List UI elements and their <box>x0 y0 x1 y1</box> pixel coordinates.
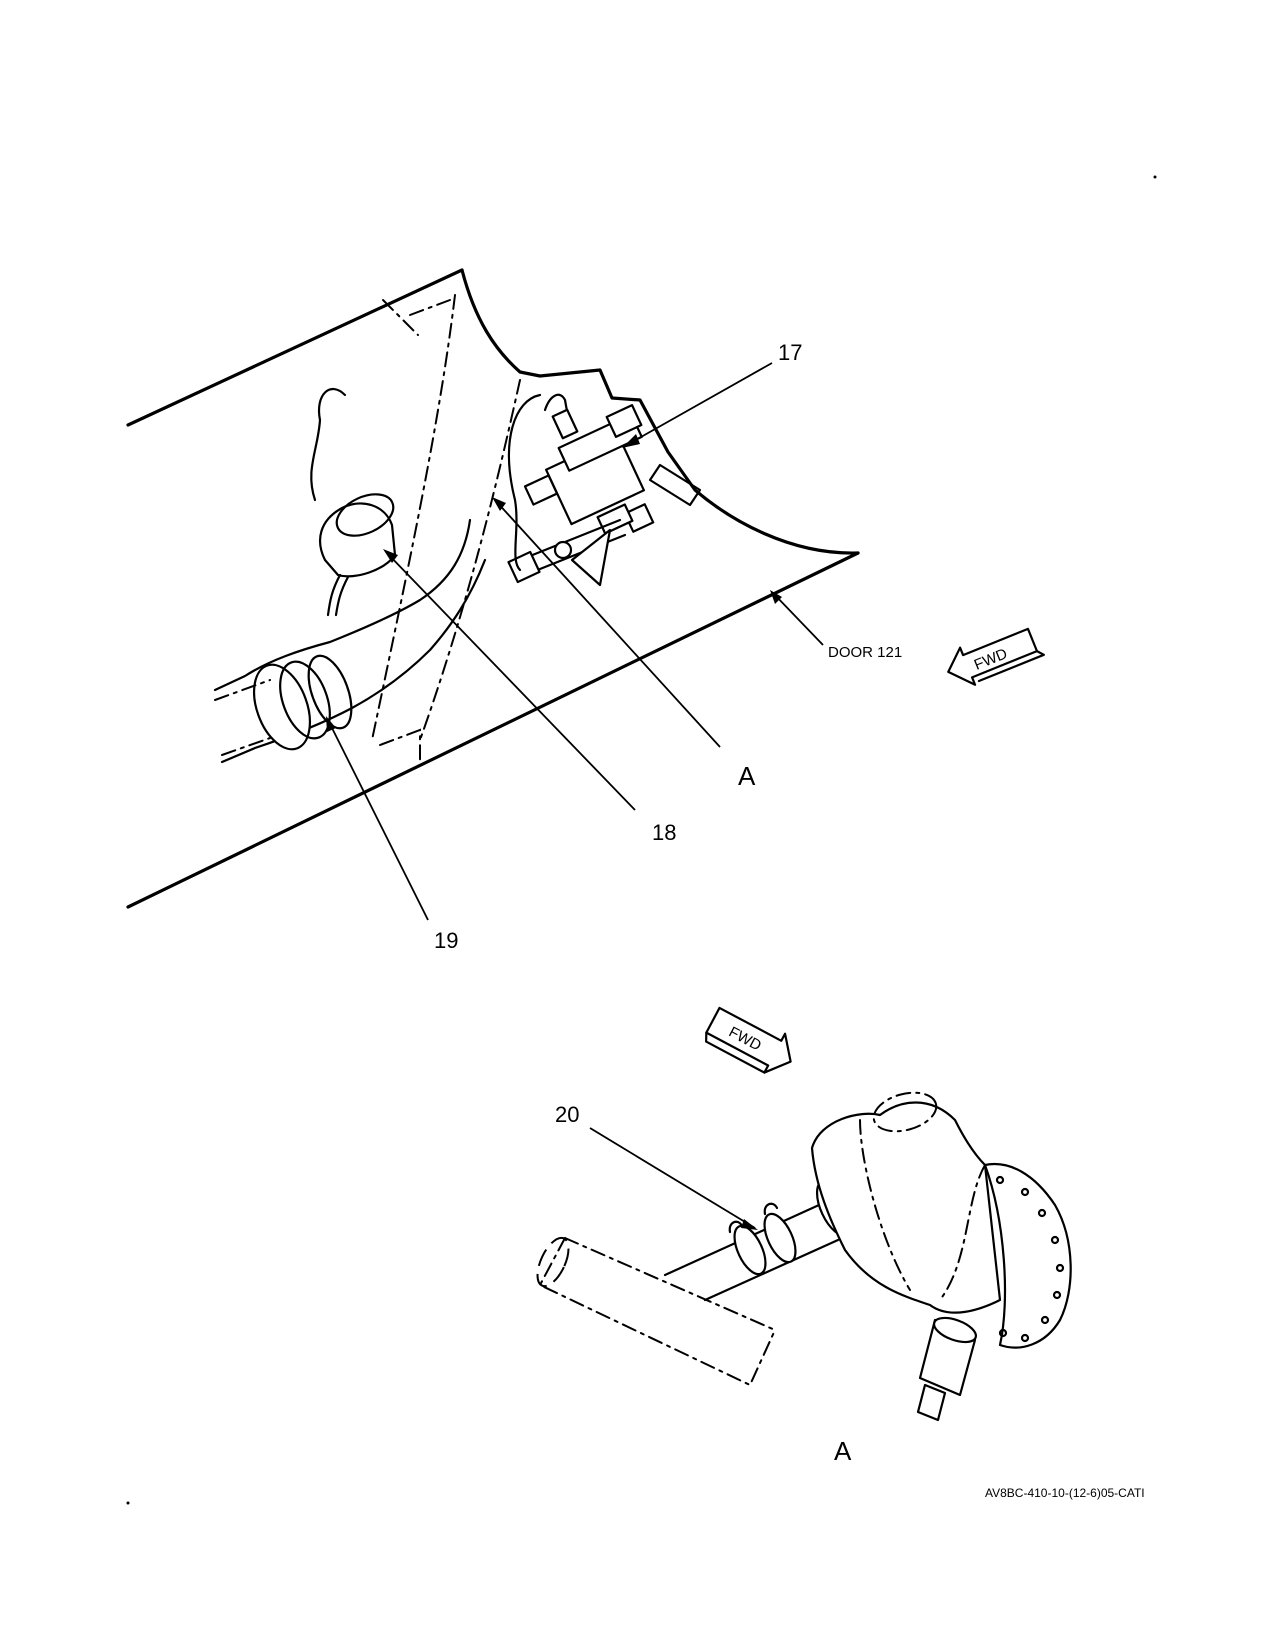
figure-id: AV8BC-410-10-(12-6)05-CATI <box>985 1486 1145 1500</box>
duct-centerline-2 <box>221 737 271 756</box>
fwd-arrow-upper: FWD <box>947 627 1045 686</box>
arrowhead-20 <box>741 1219 758 1230</box>
callout-17: 17 <box>778 340 802 365</box>
leader-18 <box>385 551 636 811</box>
shaft-collar-1 <box>733 1224 767 1276</box>
valve-wire <box>543 393 572 430</box>
valve-fitting-1 <box>605 404 643 438</box>
hidden-lower <box>379 728 421 761</box>
housing-body <box>810 1101 1002 1314</box>
housing-seam <box>939 1164 986 1301</box>
housing-seam-2 <box>859 1119 911 1291</box>
detail-a-view: FWD <box>536 1006 1072 1466</box>
tube-nut <box>507 550 541 584</box>
leader-17 <box>624 362 773 447</box>
upper-view: 17 18 19 A DOOR 121 FWD <box>126 268 1045 953</box>
bracket-outline <box>310 388 347 502</box>
housing-top-opening <box>872 1091 938 1133</box>
valve-bracket-right <box>648 463 702 507</box>
valve-hose <box>507 393 542 572</box>
arrowhead-17 <box>622 434 640 448</box>
valve-connector <box>551 408 579 440</box>
leader-20 <box>589 1127 756 1229</box>
lower-sensor-pin <box>916 1383 947 1422</box>
lower-sensor-top <box>932 1316 978 1344</box>
tube-dashed-top <box>564 1237 776 1331</box>
detail-ref-A: A <box>738 761 756 791</box>
sensor-lead <box>326 573 342 617</box>
detail-title-A: A <box>834 1436 852 1466</box>
valve-assembly <box>507 393 702 587</box>
valve-tube-2 <box>523 533 627 577</box>
fwd-arrow-upper-shape <box>947 627 1039 686</box>
sensor-cap <box>335 493 395 537</box>
arrowhead-door <box>770 590 782 604</box>
valve-bracket <box>570 528 612 587</box>
duct-centerline-1 <box>214 679 271 701</box>
hidden-frame-1 <box>371 294 456 741</box>
fwd-arrow-upper-depth <box>977 650 1045 683</box>
leader-A <box>494 499 721 748</box>
leader-19 <box>327 719 429 921</box>
fwd-arrow-lower: FWD <box>705 1006 792 1074</box>
callout-20: 20 <box>555 1102 579 1127</box>
callout-18: 18 <box>652 820 676 845</box>
callout-19: 19 <box>434 928 458 953</box>
panel-edge-upper <box>126 268 464 427</box>
duct-collar <box>307 654 353 730</box>
sensor-body <box>318 502 397 578</box>
tube-clamp <box>553 540 573 560</box>
arrowhead-19 <box>326 716 336 732</box>
tube-dashed-body <box>538 1237 776 1387</box>
hidden-frame-3 <box>409 299 451 316</box>
door-label: DOOR 121 <box>828 644 902 661</box>
valve-tube <box>518 518 622 562</box>
duct-coupling-inner <box>279 660 331 740</box>
sensor-lead-2 <box>334 575 350 617</box>
duct-outline-upper <box>213 518 472 692</box>
shaft-lower <box>703 1238 840 1302</box>
arrowhead-A <box>492 497 506 511</box>
hidden-frame-2 <box>382 299 419 336</box>
arrowhead-18 <box>383 549 398 563</box>
valve-fitting-2 <box>523 474 559 506</box>
fwd-arrow-lower-shape <box>705 1006 792 1074</box>
shaft-collar-2 <box>763 1212 797 1264</box>
mount-flange <box>983 1162 1072 1349</box>
leader-door <box>772 592 824 646</box>
page-dot-top <box>1153 175 1157 179</box>
door-opening-outline <box>460 268 860 555</box>
page-dot-bottom <box>126 1501 130 1505</box>
tube-dashed-end <box>536 1236 570 1288</box>
flange-bolts <box>995 1175 1065 1343</box>
fwd-arrow-lower-depth <box>705 1031 766 1074</box>
hidden-duct <box>419 379 521 741</box>
clamp-tab-1 <box>728 1220 744 1234</box>
clamp-tab-2 <box>763 1202 779 1216</box>
panel-edge-lower <box>126 551 860 909</box>
